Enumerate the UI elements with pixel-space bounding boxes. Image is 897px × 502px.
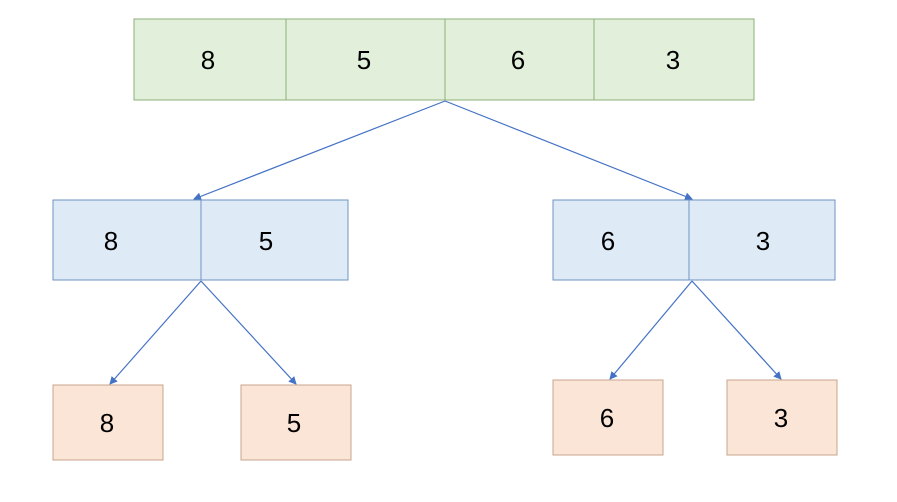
leaf-nodes: 8 5 6 3 <box>52 379 838 461</box>
root-array: 8 5 6 3 <box>133 18 755 101</box>
left-half-value-1: 5 <box>259 226 273 256</box>
right-leaf-value-0: 6 <box>600 403 614 433</box>
root-cell-0 <box>133 18 287 101</box>
root-cell-3 <box>593 18 755 101</box>
root-value-0: 8 <box>201 45 215 75</box>
root-value-1: 5 <box>357 45 371 75</box>
left-leaf-box-0 <box>52 384 164 461</box>
right-leaf-value-1: 3 <box>774 403 788 433</box>
root-value-2: 6 <box>511 45 525 75</box>
arrow-root-to-right-half <box>444 100 693 201</box>
left-leaf-value-1: 5 <box>287 408 301 438</box>
right-leaf-box-0 <box>552 379 664 456</box>
arrow-root-to-left-half <box>193 100 446 201</box>
arrows <box>109 100 782 385</box>
arrow-right-half-to-leaf-1 <box>609 280 693 380</box>
arrow-left-half-to-leaf-2 <box>200 280 297 385</box>
right-half-cell-0 <box>552 199 690 281</box>
root-value-3: 3 <box>666 45 680 75</box>
left-half-array: 8 5 <box>52 199 349 281</box>
left-leaf-value-0: 8 <box>100 408 114 438</box>
right-half-array: 6 3 <box>552 199 836 281</box>
arrow-left-half-to-leaf-1 <box>109 280 202 385</box>
root-cell-2 <box>444 18 595 101</box>
left-leaf-box-1 <box>240 384 352 461</box>
left-half-cell-1 <box>200 199 349 281</box>
right-half-value-0: 6 <box>601 226 615 256</box>
right-half-value-1: 3 <box>756 226 770 256</box>
left-half-value-0: 8 <box>104 226 118 256</box>
left-half-cell-0 <box>52 199 202 281</box>
right-leaf-box-1 <box>726 379 838 456</box>
right-half-cell-1 <box>688 199 836 281</box>
arrow-right-half-to-leaf-2 <box>691 280 782 380</box>
